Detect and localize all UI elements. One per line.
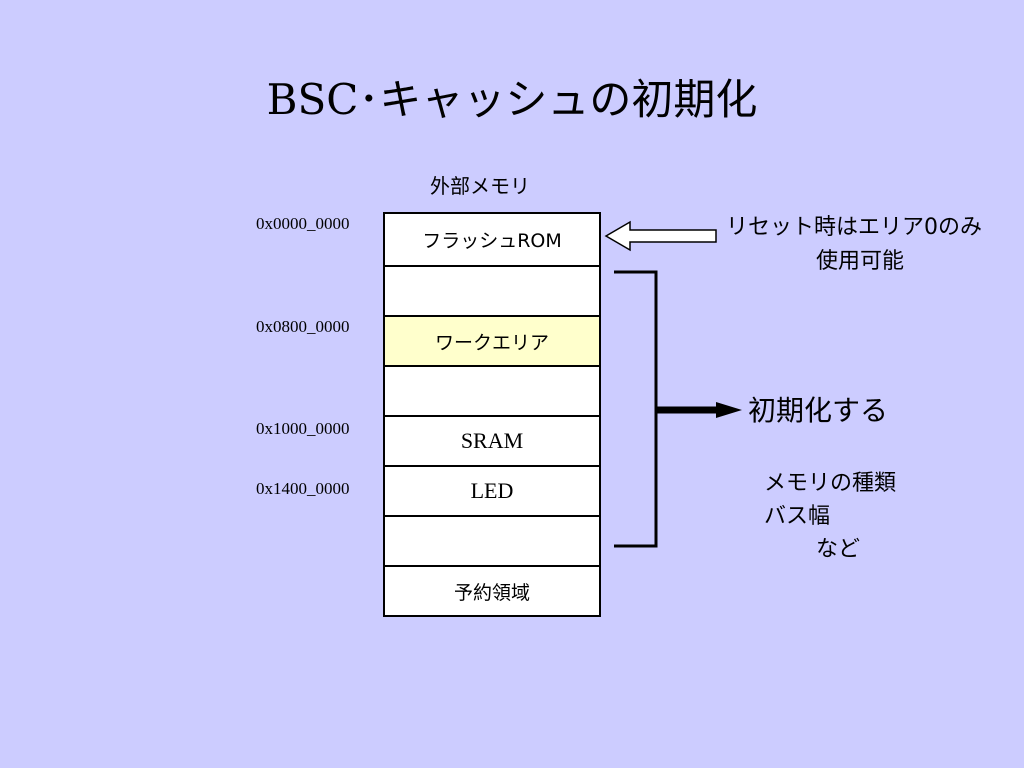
init-detail-line2: バス幅 [764, 504, 831, 529]
hollow-left-arrow-icon [604, 220, 717, 252]
bracket [614, 270, 658, 548]
address-label: 0x0000_0000 [256, 214, 350, 233]
cell-empty-1 [385, 265, 599, 315]
address-label: 0x0800_0000 [256, 317, 350, 336]
reset-note-line2: 使用可能 [816, 249, 905, 274]
cell-led: LED [385, 465, 599, 515]
init-detail-line3: など [816, 537, 861, 562]
address-label: 0x1400_0000 [256, 479, 350, 498]
cell-empty-3 [385, 515, 599, 565]
cell-empty-2 [385, 365, 599, 415]
address-label: 0x1000_0000 [256, 419, 350, 438]
init-label: 初期化する [748, 394, 889, 427]
memory-heading: 外部メモリ [430, 174, 530, 198]
init-detail-line1: メモリの種類 [764, 471, 897, 496]
cell-reserved: 予約領域 [385, 565, 599, 615]
cell-work-area: ワークエリア [385, 315, 599, 365]
cell-flash-rom: フラッシュROM [422, 230, 562, 252]
memory-map: フラッシュROM ワークエリア SRAM LED 予約領域 [383, 212, 601, 617]
reset-note-line1: リセット時はエリア0のみ [726, 215, 982, 240]
right-arrow-icon [716, 402, 742, 418]
cell-sram: SRAM [385, 415, 599, 465]
slide-title: BSC･キャッシュの初期化 [266, 75, 758, 124]
